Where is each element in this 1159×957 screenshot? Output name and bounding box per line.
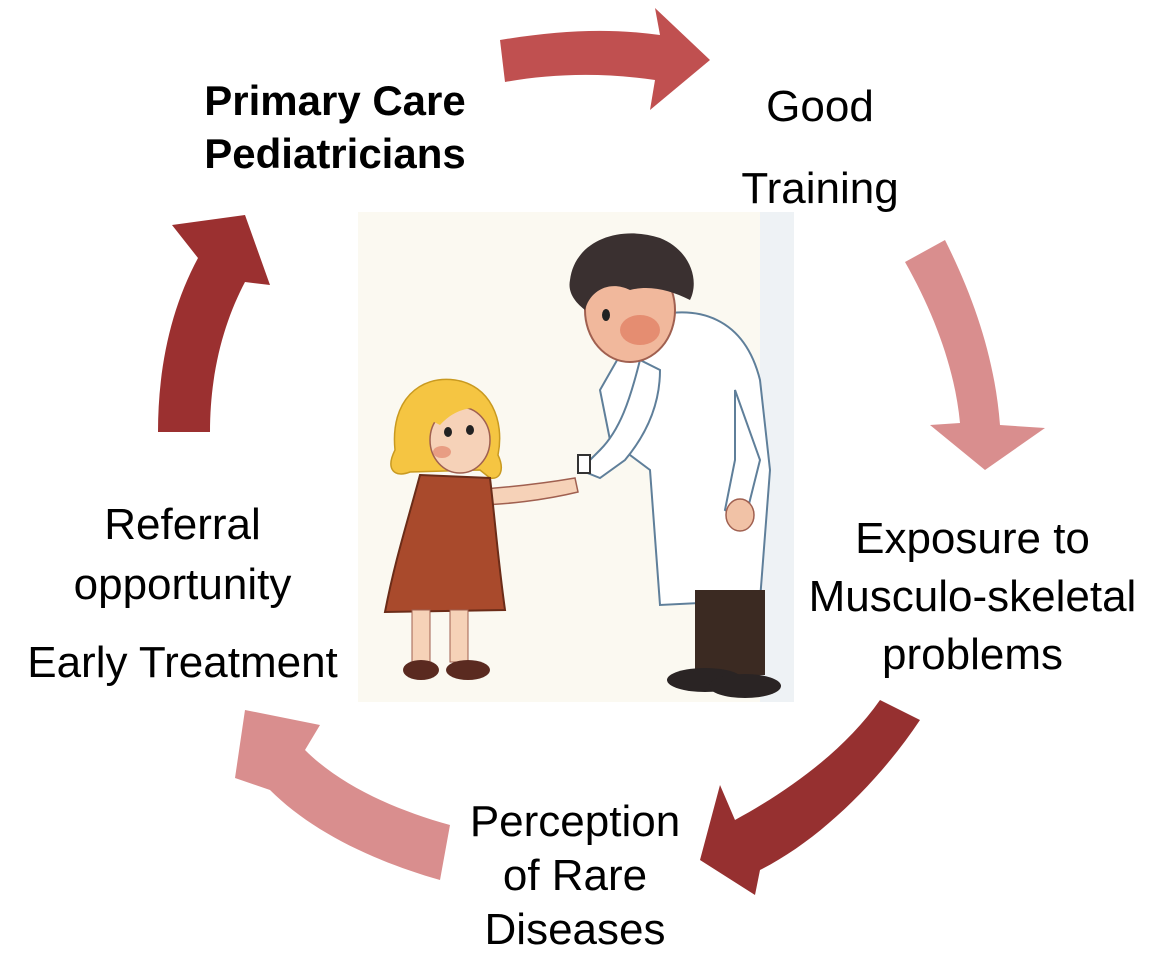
good-training-line-1: Good bbox=[766, 82, 874, 131]
exposure-line-2: Musculo-skeletal bbox=[808, 572, 1137, 621]
perception-line-3: Diseases bbox=[484, 905, 666, 954]
referral-line-2: opportunity bbox=[73, 560, 292, 609]
label-perception: Perception of Rare Diseases bbox=[440, 795, 710, 957]
arrow-referral-to-primary bbox=[158, 215, 270, 432]
referral-line-1: Referral bbox=[104, 500, 261, 549]
perception-line-1: Perception bbox=[469, 797, 681, 846]
exposure-line-3: problems bbox=[882, 630, 1063, 679]
label-good-training: Good Training bbox=[700, 66, 940, 230]
perception-line-2: of Rare bbox=[502, 851, 648, 900]
arrow-training-to-exposure bbox=[905, 240, 1045, 470]
label-primary-care-pediatricians: Primary Care Pediatricians bbox=[170, 75, 500, 180]
primary-care-line-2: Pediatricians bbox=[204, 129, 466, 177]
primary-care-line-1: Primary Care bbox=[204, 77, 466, 124]
arrow-exposure-to-perception bbox=[700, 700, 920, 895]
arrow-primary-to-training bbox=[500, 8, 710, 110]
good-training-line-2: Training bbox=[741, 164, 899, 213]
arrow-perception-to-referral bbox=[235, 710, 450, 880]
doctor-figure bbox=[569, 233, 781, 698]
referral-line-3: Early Treatment bbox=[27, 638, 338, 687]
exposure-line-1: Exposure to bbox=[855, 514, 1090, 563]
child-figure bbox=[383, 378, 579, 680]
label-exposure: Exposure to Musculo-skeletal problems bbox=[790, 510, 1155, 684]
illustration-doctor-child bbox=[358, 212, 794, 702]
label-referral: Referral opportunity Early Treatment bbox=[5, 495, 360, 693]
